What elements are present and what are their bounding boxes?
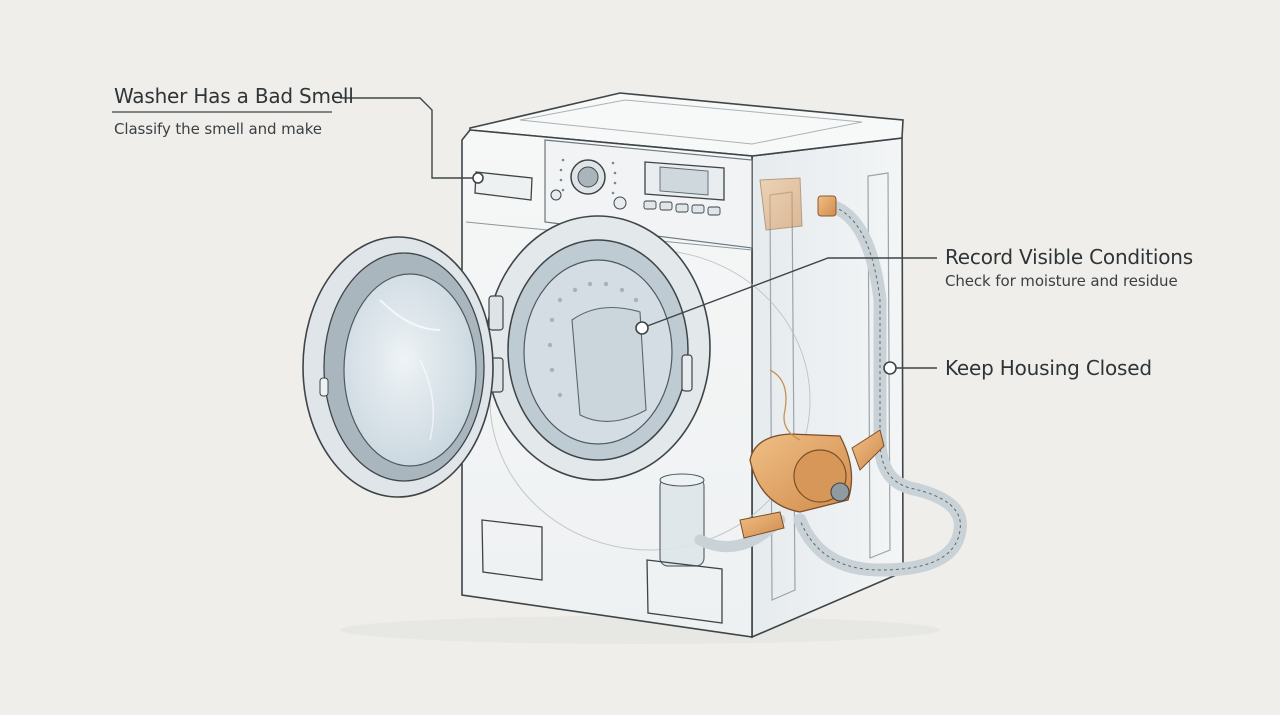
access-panel-left [481, 519, 543, 581]
floor-shadow [340, 616, 940, 644]
selector-knob-inner [577, 166, 599, 188]
hose-coupling [817, 195, 837, 217]
detergent-drawer [474, 171, 533, 201]
filter-cap [659, 473, 705, 487]
internal-wiring [769, 369, 801, 441]
inner-basket [571, 307, 647, 422]
callout-title-record: Record Visible Conditions [945, 245, 1194, 269]
upper-orange-bracket [759, 177, 803, 231]
callout-subtitle-record: Check for moisture and residue [945, 272, 1178, 290]
access-panel-right [646, 559, 723, 624]
drain-hose [793, 198, 967, 577]
top-inset [519, 99, 863, 145]
pump-shaft [830, 482, 850, 502]
door-handle [319, 377, 329, 397]
callout-title-smell: Washer Has a Bad Smell [114, 84, 354, 108]
display-screen [659, 166, 709, 196]
pump-outlet [851, 429, 885, 471]
power-button-icon [550, 189, 562, 201]
start-button-icon [613, 196, 627, 210]
control-buttons [643, 200, 721, 216]
knob-dial-marks [559, 158, 617, 195]
door-glass-reflection [419, 359, 435, 441]
callout-marker-smell [472, 172, 484, 184]
door-hinge [488, 295, 504, 331]
door-glass [343, 273, 477, 467]
callout-subtitle-smell: Classify the smell and make [114, 120, 322, 138]
side-rib [867, 172, 891, 559]
callout-marker-record [635, 321, 649, 335]
callout-title-housing: Keep Housing Closed [945, 356, 1152, 380]
door-latch [681, 354, 693, 392]
pump-mount [739, 511, 785, 539]
door-glass-reflection [379, 299, 441, 331]
callout-marker-housing [883, 361, 897, 375]
callout-leader-smell [340, 97, 478, 179]
filter-cartridge [659, 477, 705, 567]
callout-leader-record [641, 257, 937, 329]
